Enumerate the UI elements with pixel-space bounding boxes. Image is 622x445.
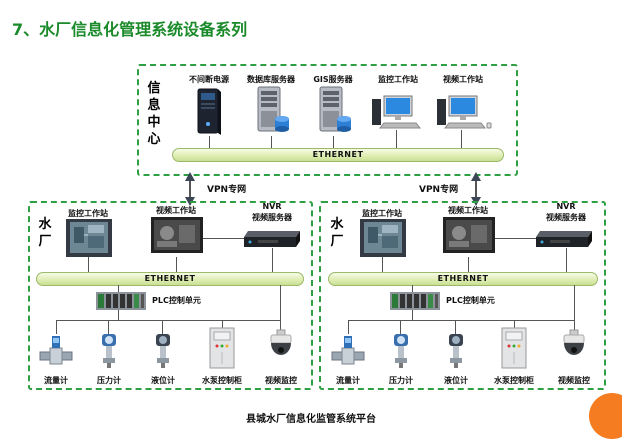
wire-ups — [209, 136, 210, 148]
plant1-field-label-4: 视频监控 — [265, 376, 297, 385]
plc-unit-icon — [390, 292, 440, 310]
plant2-wire-video — [468, 257, 469, 273]
plant1-top-label-0: 监控工作站 — [68, 209, 108, 218]
plant2-wire-plc — [412, 285, 413, 293]
plant2-field-label-1: 压力计 — [389, 376, 413, 385]
plant1-drop-3 — [222, 320, 223, 330]
plant1-top-label-2b: 视频服务器 — [252, 213, 292, 222]
plant-label-1: 水 厂 — [38, 217, 52, 249]
plant1-drop-2 — [162, 320, 163, 334]
plant2-top-label-0: 监控工作站 — [362, 209, 402, 218]
footer-caption: 县城水厂信息化监管系统平台 — [246, 414, 376, 425]
pump-cabinet-icon — [209, 327, 235, 369]
plant2-drop-1 — [400, 320, 401, 334]
video-workstation-icon — [437, 95, 492, 129]
plant2-wire-ws — [382, 257, 383, 273]
plant-label-2: 水 厂 — [330, 217, 344, 249]
plant1-wire-nvr — [272, 248, 273, 273]
info-center-label: 信 息 中 心 — [147, 81, 161, 147]
plant-box-1 — [28, 201, 313, 390]
plant1-wire-video-nvr — [203, 238, 244, 239]
level-gauge-icon — [156, 334, 170, 368]
pressure-gauge-icon — [102, 334, 116, 368]
plc-unit-icon — [96, 292, 146, 310]
plant2-field-hbus — [348, 320, 574, 321]
plant2-ethernet-bus: ETHERNET — [328, 272, 598, 286]
plant1-field-label-3: 水泵控制柜 — [202, 376, 242, 385]
plant2-wire-video-nvr — [495, 238, 536, 239]
plant1-ethernet-bus: ETHERNET — [36, 272, 304, 286]
touch-panel-icon — [360, 219, 406, 257]
plant2-top-label-1: 视频工作站 — [448, 206, 488, 215]
plant1-wire-video — [176, 257, 177, 273]
plant1-wire-plc — [118, 285, 119, 293]
gis-server-icon — [319, 86, 351, 132]
monitor-workstation-icon — [372, 95, 422, 129]
vpn-label-right: VPN专网 — [419, 185, 459, 195]
database-server-icon — [257, 86, 289, 132]
level-gauge-icon — [449, 334, 463, 368]
device-label-monitor-ws: 监控工作站 — [378, 75, 418, 84]
plant2-field-label-0: 流量计 — [336, 376, 360, 385]
plant2-top-label-2a: NVR — [556, 202, 576, 211]
device-label-db-server: 数据库服务器 — [247, 75, 295, 84]
plant1-drop-4 — [280, 285, 281, 332]
pump-cabinet-icon — [501, 327, 527, 369]
plant2-wire-nvr — [566, 248, 567, 273]
plant2-plc-label: PLC控制单元 — [446, 296, 495, 305]
video-screen-icon — [151, 217, 203, 253]
plant1-drop-0 — [56, 320, 57, 334]
plant1-top-label-2a: NVR — [262, 202, 282, 211]
vpn-label-left: VPN专网 — [207, 185, 247, 195]
nvr-icon — [536, 231, 592, 247]
plant2-field-label-4: 视频监控 — [558, 376, 590, 385]
info-center-box — [137, 64, 518, 176]
plant2-wire-plc-down — [412, 310, 413, 320]
plant2-top-label-2b: 视频服务器 — [546, 213, 586, 222]
plant2-drop-0 — [348, 320, 349, 334]
ups-icon — [197, 88, 221, 135]
plant1-field-label-1: 压力计 — [97, 376, 121, 385]
plant1-wire-plc-down — [118, 310, 119, 320]
plant1-wire-ws — [88, 257, 89, 273]
plant2-field-label-2: 液位计 — [444, 376, 468, 385]
page-title: 7、水厂信息化管理系统设备系列 — [12, 20, 248, 39]
plant1-field-label-2: 液位计 — [151, 376, 175, 385]
plant2-drop-4 — [574, 285, 575, 332]
plant1-field-hbus — [56, 320, 280, 321]
flowmeter-icon — [331, 336, 365, 365]
info-center-ethernet-bus: ETHERNET — [172, 148, 504, 162]
plant1-plc-label: PLC控制单元 — [152, 296, 201, 305]
nvr-icon — [244, 231, 300, 247]
touch-panel-icon — [66, 219, 112, 257]
flowmeter-icon — [39, 336, 73, 365]
device-label-gis-server: GIS服务器 — [313, 75, 353, 84]
plant2-drop-3 — [514, 320, 515, 330]
device-label-video-ws: 视频工作站 — [443, 75, 483, 84]
accent-circle — [589, 393, 622, 439]
wire-db — [271, 136, 272, 148]
dome-camera-icon — [270, 329, 292, 355]
device-label-ups: 不间断电源 — [189, 75, 229, 84]
plant-box-2 — [319, 201, 606, 390]
wire-video — [461, 130, 462, 148]
plant1-field-label-0: 流量计 — [44, 376, 68, 385]
plant1-drop-1 — [108, 320, 109, 334]
pressure-gauge-icon — [394, 334, 408, 368]
wire-gis — [333, 136, 334, 148]
dome-camera-icon — [563, 329, 585, 355]
wire-monitor — [396, 130, 397, 148]
plant2-drop-2 — [455, 320, 456, 334]
plant2-field-label-3: 水泵控制柜 — [494, 376, 534, 385]
video-screen-icon — [443, 217, 495, 253]
plant1-top-label-1: 视频工作站 — [156, 206, 196, 215]
